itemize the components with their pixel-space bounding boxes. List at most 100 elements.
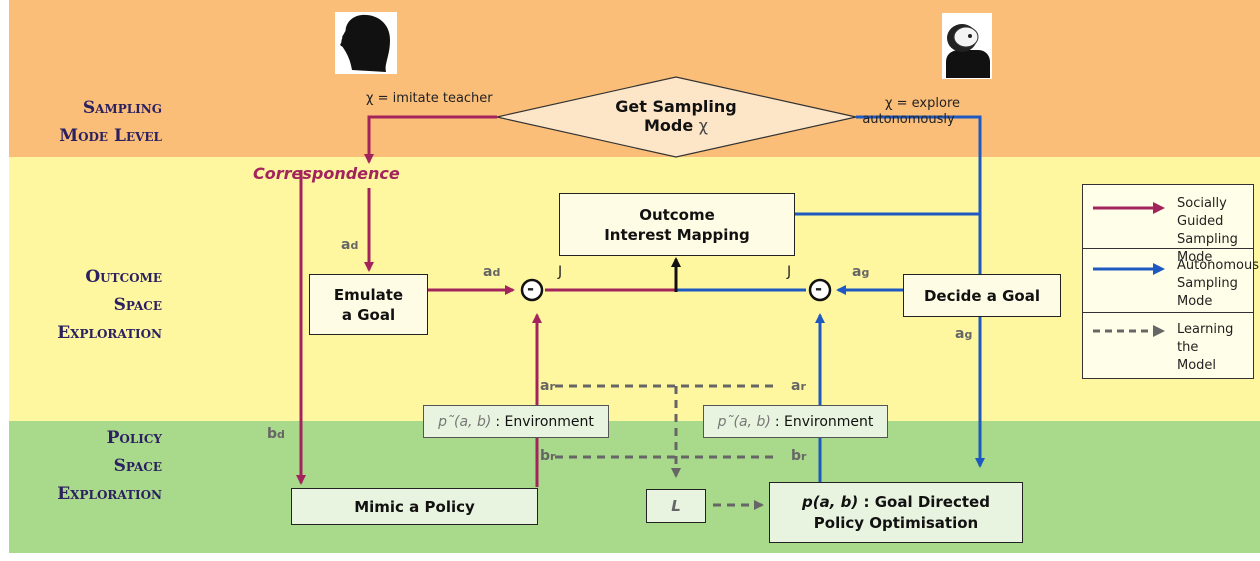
legend-line: Autonomous xyxy=(1177,258,1260,273)
learning-label: L xyxy=(671,497,681,515)
comparator-left-minus: - xyxy=(527,279,535,299)
legend-line: Model xyxy=(1177,358,1217,373)
j-label-right: J xyxy=(787,264,792,280)
get-sampling-mode-label: Get Sampling Mode χ xyxy=(595,97,757,135)
sym-a: a xyxy=(791,378,801,394)
sym-r: r xyxy=(549,380,555,393)
decide-label: Decide a Goal xyxy=(923,286,1040,305)
sym-d: d xyxy=(492,266,501,279)
level-outcome-space: Outcome Space Exploration xyxy=(40,263,162,347)
environment-left-box[interactable]: p˜(a, b): Environment xyxy=(423,405,609,438)
sym-r: r xyxy=(550,450,556,463)
a-r-label-left: ar xyxy=(540,378,555,394)
sym-g: g xyxy=(964,328,973,341)
legend-learning-text: Learning the Model xyxy=(1177,321,1253,375)
goal-directed-line: p(a, b) : Goal Directed xyxy=(802,492,990,513)
a-d-label-left: ad xyxy=(341,237,358,253)
sym-d: d xyxy=(277,428,285,441)
robot-icon xyxy=(942,13,992,79)
sym-a: a xyxy=(341,237,351,253)
legend-line: Learning the xyxy=(1177,322,1234,355)
legend-learning-arrow-icon xyxy=(1093,325,1165,337)
sym-r: r xyxy=(801,450,807,463)
legend-line: Sampling Mode xyxy=(1177,232,1238,265)
sym-r: r xyxy=(800,380,806,393)
legend-social-arrow-icon xyxy=(1093,202,1165,214)
a-r-label-right: ar xyxy=(791,378,806,394)
teacher-silhouette-icon xyxy=(335,12,397,74)
environment-label: : Environment xyxy=(495,413,594,430)
level-line: Exploration xyxy=(57,484,162,504)
explore-line: χ = explore xyxy=(885,96,961,111)
level-line: Exploration xyxy=(57,323,162,343)
decide-goal-box[interactable]: Decide a Goal xyxy=(903,274,1061,317)
goal-directed-line: Policy Optimisation xyxy=(813,513,979,532)
get-sampling-line: Get Sampling xyxy=(615,97,737,116)
legend-autonomous-arrow-icon xyxy=(1093,263,1165,275)
j-label-left: J xyxy=(558,264,563,280)
level-line: Sampling xyxy=(82,98,162,118)
sym-g: g xyxy=(861,266,870,279)
goal-directed-policy-box[interactable]: p(a, b) : Goal Directed Policy Optimisat… xyxy=(769,482,1023,543)
sym-d: d xyxy=(350,239,359,252)
a-g-label-down: ag xyxy=(955,326,972,342)
sym-a: a xyxy=(955,326,965,342)
legend-row-learning: Learning the Model xyxy=(1083,313,1253,378)
emulate-goal-box[interactable]: Emulate a Goal xyxy=(309,274,428,335)
legend-line: Sampling Mode xyxy=(1177,276,1238,309)
b-r-label-right: br xyxy=(791,448,806,464)
sym-b: b xyxy=(791,448,802,464)
emulate-line: a Goal xyxy=(341,305,396,324)
b-r-label-left: br xyxy=(540,448,555,464)
environment-label: : Environment xyxy=(774,413,874,430)
level-line: Mode Level xyxy=(59,126,162,146)
environment-right-box[interactable]: p˜(a, b): Environment xyxy=(703,405,888,438)
level-line: Policy xyxy=(106,428,162,448)
environment-prefix: p˜(a, b) xyxy=(717,413,771,430)
social-mode-edge xyxy=(364,115,497,164)
legend-row-social: Socially Guided Sampling Mode xyxy=(1083,185,1253,265)
explore-line: autonomously xyxy=(862,112,955,127)
interest-line: Interest Mapping xyxy=(604,225,750,244)
learning-model-box[interactable]: L xyxy=(646,489,706,523)
comparator-right-minus: - xyxy=(815,279,823,299)
emulate-line: Emulate xyxy=(333,285,404,304)
a-d-label-mid: ad xyxy=(483,264,500,280)
a-g-label-right: ag xyxy=(852,264,869,280)
goal-directed-title: Goal Directed xyxy=(874,492,990,511)
sym-a: a xyxy=(540,378,550,394)
goal-directed-prefix: p(a, b) xyxy=(802,492,859,511)
environment-prefix: p˜(a, b) xyxy=(438,413,492,430)
b-d-label: bd xyxy=(267,426,285,442)
legend-autonomous-text: Autonomous Sampling Mode xyxy=(1177,257,1259,311)
level-line: Space xyxy=(113,456,162,476)
explore-autonomously-label: χ = explore autonomously xyxy=(857,96,960,128)
level-policy-space: Policy Space Exploration xyxy=(40,424,162,508)
comparator-right xyxy=(808,278,832,302)
get-sampling-line: Mode χ xyxy=(595,116,757,135)
policy-space-band xyxy=(9,421,1260,553)
legend: Socially Guided Sampling Mode Autonomous… xyxy=(1082,184,1259,379)
autonomous-mode-edge xyxy=(856,115,985,468)
get-sampling-mode-word: Mode xyxy=(643,116,694,135)
chi-symbol: χ xyxy=(698,116,709,135)
sym-b: b xyxy=(540,448,551,464)
outcome-interest-mapping-box[interactable]: Outcome Interest Mapping xyxy=(559,193,795,256)
comparator-left xyxy=(520,278,544,302)
level-line: Space xyxy=(113,295,162,315)
imitate-teacher-label: χ = imitate teacher xyxy=(366,91,493,106)
mimic-policy-box[interactable]: Mimic a Policy xyxy=(291,488,538,525)
legend-row-autonomous: Autonomous Sampling Mode xyxy=(1083,249,1259,313)
sym-a: a xyxy=(852,264,862,280)
correspondence-label: Correspondence xyxy=(253,164,400,183)
mimic-label: Mimic a Policy xyxy=(354,497,475,516)
interest-line: Outcome xyxy=(639,205,715,224)
legend-line: Socially Guided xyxy=(1177,196,1227,229)
sym-b: b xyxy=(267,426,278,442)
sym-a: a xyxy=(483,264,493,280)
level-sampling-mode: Sampling Mode Level xyxy=(40,94,162,150)
legend-social-text: Socially Guided Sampling Mode xyxy=(1177,195,1253,267)
level-line: Outcome xyxy=(85,267,162,287)
goal-directed-colon: : xyxy=(858,492,875,511)
